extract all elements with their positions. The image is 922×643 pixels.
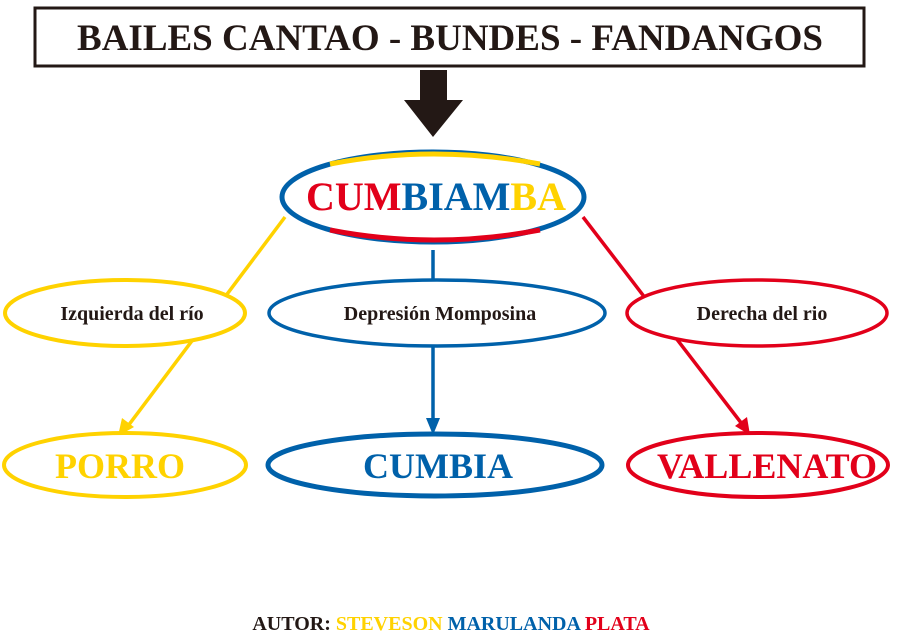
region-left-label: Izquierda del río [60, 303, 203, 325]
genre-vallenato-label: VALLENATO [657, 446, 877, 486]
cumbiamba-label: CUMBIAMBA [306, 174, 566, 219]
region-left-node: Izquierda del río [3, 278, 247, 348]
genre-porro-node: PORRO [2, 431, 248, 499]
region-middle-label: Depresión Momposina [344, 303, 536, 325]
title-text: BAILES CANTAO - BUNDES - FANDANGOS [77, 18, 823, 59]
genre-vallenato-node: VALLENATO [626, 431, 890, 499]
genre-cumbia-node: CUMBIA [265, 431, 605, 499]
cumbiamba-node: CUMBIAMBA [279, 149, 587, 245]
author-credit: AUTOR: STEVESON MARULANDA PLATA [252, 613, 650, 635]
genre-cumbia-label: CUMBIA [363, 446, 513, 486]
region-middle-node: Depresión Momposina [267, 278, 607, 348]
arrowhead-middle [426, 418, 440, 435]
region-right-node: Derecha del rio [625, 278, 889, 348]
region-right-label: Derecha del rio [697, 303, 828, 325]
down-arrow-icon [404, 70, 463, 137]
genre-porro-label: PORRO [55, 446, 185, 486]
title-box: BAILES CANTAO - BUNDES - FANDANGOS [33, 6, 866, 68]
arrowhead-right [735, 417, 750, 435]
